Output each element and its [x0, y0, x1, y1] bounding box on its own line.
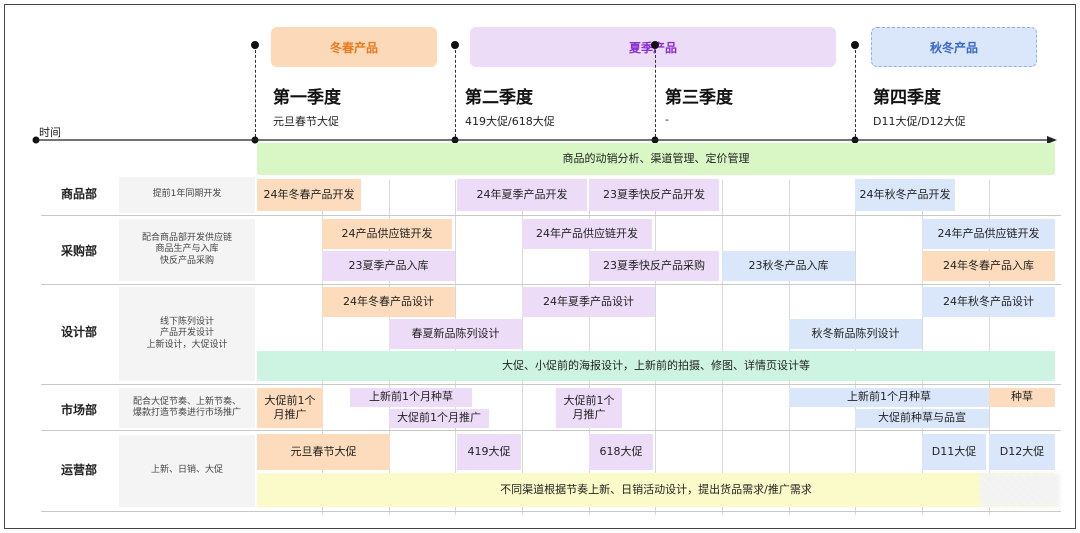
quarter-4-sub: D11大促/D12大促	[873, 115, 966, 128]
season-autumn-winter: 秋冬产品	[871, 27, 1037, 67]
time-axis-arrow	[1047, 136, 1057, 144]
quarter-2-title: 第二季度	[465, 88, 533, 108]
task-card: 24年夏季产品设计	[522, 287, 655, 317]
task-card: 元旦春节大促	[257, 434, 390, 470]
quarter-dot	[851, 41, 859, 49]
task-card: 24年产品供应链开发	[922, 219, 1055, 249]
task-card: 618大促	[589, 434, 653, 470]
quarter-dot	[651, 41, 659, 49]
quarter-1-title: 第一季度	[273, 88, 341, 108]
task-card: 24产品供应链开发	[322, 219, 452, 249]
dept-product-desc: 提前1年同期开发	[119, 177, 255, 213]
task-card: 种草	[989, 388, 1055, 407]
grid-line	[589, 180, 590, 515]
quarter-dot	[451, 41, 459, 49]
task-card: 23秋冬产品入库	[722, 251, 855, 281]
task-card: 24年冬春产品开发	[257, 179, 361, 211]
task-card: 24年冬春产品入库	[922, 251, 1055, 281]
task-card: 春夏新品陈列设计	[389, 319, 522, 349]
quarter-dot	[251, 41, 259, 49]
quarter-divider	[255, 45, 256, 137]
task-card: 24年秋冬产品设计	[922, 287, 1055, 317]
dept-market-desc: 配合大促节奏、上新节奏、 爆款打造节奏进行市场推广	[119, 388, 255, 428]
dept-purchase: 采购部	[60, 244, 97, 258]
row-separator	[41, 430, 1061, 431]
quarter-divider	[655, 45, 656, 137]
task-card: 24年秋冬产品开发	[855, 179, 955, 211]
quarter-divider	[855, 45, 856, 137]
task-card: 大促前1个 月推广	[556, 388, 622, 428]
quarter-4-title: 第四季度	[873, 88, 941, 108]
task-card: D12大促	[989, 434, 1055, 470]
quarter-divider	[455, 45, 456, 137]
task-card: 秋冬新品陈列设计	[789, 319, 922, 349]
dept-design: 设计部	[60, 325, 97, 339]
row-separator	[41, 215, 1061, 216]
dept-product: 商品部	[60, 187, 97, 201]
task-card: 419大促	[457, 434, 521, 470]
ops-bar: 不同渠道根据节奏上新、日销活动设计，提出货品需求/推广需求	[257, 473, 1055, 507]
design-bar: 大促、小促前的海报设计，上新前的拍摄、修图、详情页设计等	[257, 351, 1055, 381]
task-card: 大促前1个月推广	[389, 409, 489, 428]
task-card: 24年产品供应链开发	[522, 219, 652, 249]
time-label: 时间	[39, 126, 61, 139]
global-bar: 商品的动销分析、渠道管理、定价管理	[257, 143, 1055, 175]
grid-line	[322, 180, 323, 515]
grid-line	[989, 180, 990, 515]
row-separator	[41, 284, 1061, 285]
grid-line	[922, 180, 923, 515]
task-card: D11大促	[922, 434, 986, 470]
row-separator	[41, 384, 1061, 385]
task-card: 大促前1个 月推广	[257, 388, 323, 428]
task-card: 23夏季产品入库	[322, 251, 455, 281]
quarter-3-title: 第三季度	[665, 88, 733, 108]
task-card: 23夏季快反产品开发	[589, 179, 719, 211]
task-card: 上新前1个月种草	[789, 388, 989, 407]
dept-market: 市场部	[60, 403, 97, 417]
grid-line	[655, 180, 656, 515]
task-card: 上新前1个月种草	[350, 388, 472, 407]
dept-ops: 运营部	[60, 463, 97, 477]
blurred-region	[980, 473, 1060, 507]
task-card: 24年夏季产品开发	[457, 179, 587, 211]
grid-line	[722, 180, 723, 515]
grid-line	[522, 180, 523, 515]
time-axis	[32, 136, 1057, 144]
quarter-3-sub: -	[665, 113, 669, 126]
quarter-1-sub: 元旦春节大促	[273, 115, 339, 128]
task-card: 大促前种草与品宣	[855, 409, 989, 428]
season-winter-spring: 冬春产品	[271, 27, 437, 67]
dept-ops-desc: 上新、日销、大促	[119, 435, 255, 507]
dept-design-desc: 线下陈列设计 产品开发设计 上新设计，大促设计	[119, 287, 255, 381]
dept-purchase-desc: 配合商品部开发供应链 商品生产与入库 快反产品采购	[119, 219, 255, 281]
task-card: 23夏季快反产品采购	[589, 251, 719, 281]
row-separator	[41, 511, 1061, 512]
quarter-2-sub: 419大促/618大促	[465, 115, 555, 128]
task-card: 24年冬春产品设计	[322, 287, 455, 317]
diagram-frame: 冬春产品 夏季产品 秋冬产品 第一季度 元旦春节大促 第二季度 419大促/61…	[4, 4, 1076, 529]
